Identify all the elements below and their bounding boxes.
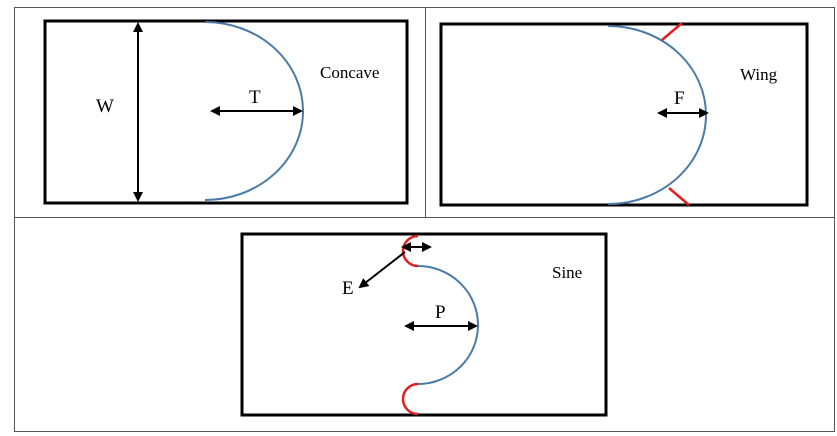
sine-frame (240, 232, 608, 417)
wing-depth-label: F (674, 88, 685, 109)
sine-bottom-hook (401, 382, 419, 416)
sine-title: Sine (552, 263, 582, 282)
sine-curve (417, 265, 479, 385)
sine-top-hook (401, 234, 419, 268)
table-grid (14, 7, 835, 432)
concave-panel: W T Concave (43, 19, 409, 205)
edge-label: E (342, 278, 354, 299)
sine-depth-label: P (435, 302, 446, 323)
wing-curve (607, 25, 707, 205)
wing-tip-bottom (668, 187, 690, 206)
wing-tip-top (661, 22, 683, 41)
wing-frame (439, 22, 809, 207)
concave-curve (204, 21, 304, 201)
edge-pointer-arrow (358, 251, 406, 289)
wing-panel: F Wing (439, 22, 809, 207)
concave-depth-label: T (249, 87, 261, 108)
concave-frame (43, 19, 409, 205)
sine-panel: E P Sine (240, 232, 608, 417)
concave-title: Concave (320, 63, 379, 82)
wing-title: Wing (740, 65, 778, 84)
width-label: W (96, 96, 114, 117)
